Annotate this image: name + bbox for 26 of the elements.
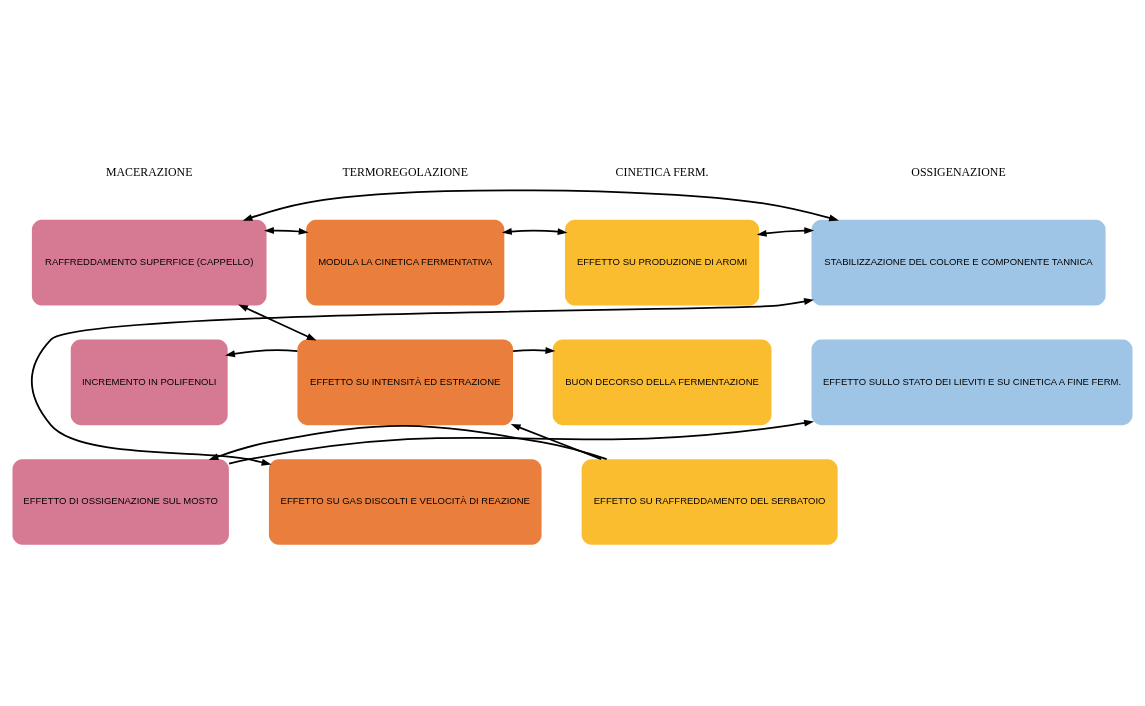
label: OSSIGENAZIONE <box>911 165 1006 180</box>
arrow <box>512 347 556 354</box>
arrow <box>242 189 839 222</box>
node-box: RAFFREDDAMENTO SUPERFICE (CAPPELLO) <box>31 219 267 306</box>
node-box: EFFETTO SU GAS DISCOLTI E VELOCITÀ DI REAZIONE <box>268 459 542 545</box>
arrow <box>264 227 309 235</box>
node-box: STABILIZZAZIONE DEL COLORE E COMPONENTE TANNICA <box>811 219 1106 306</box>
label: MACERAZIONE <box>106 165 193 180</box>
node-box: EFFETTO SULLO STATO DEI LIEVITI E SU CINETICA A FINE FERM. <box>811 339 1133 426</box>
node-box: EFFETTO SU INTENSITÀ ED ESTRAZIONE <box>297 339 514 426</box>
arrow <box>238 304 317 341</box>
node-box: EFFETTO SU RAFFREDDAMENTO DEL SERBATOIO <box>581 459 838 545</box>
arrow <box>228 419 814 465</box>
arrow <box>31 298 814 466</box>
arrow <box>756 227 815 237</box>
arrow <box>225 349 299 358</box>
arrow <box>208 424 608 461</box>
label: TERMOREGOLAZIONE <box>342 165 468 180</box>
arrow <box>510 424 603 460</box>
node-box: BUON DECORSO DELLA FERMENTAZIONE <box>552 339 772 426</box>
node-box: EFFETTO DI OSSIGENAZIONE SUL MOSTO <box>12 459 229 545</box>
arrow <box>501 228 568 236</box>
node-box: EFFETTO SU PRODUZIONE DI AROMI <box>564 219 760 306</box>
node-box: INCREMENTO IN POLIFENOLI <box>70 339 228 426</box>
node-box: MODULA LA CINETICA FERMENTATIVA <box>306 219 505 306</box>
label: CINETICA FERM. <box>615 165 709 180</box>
